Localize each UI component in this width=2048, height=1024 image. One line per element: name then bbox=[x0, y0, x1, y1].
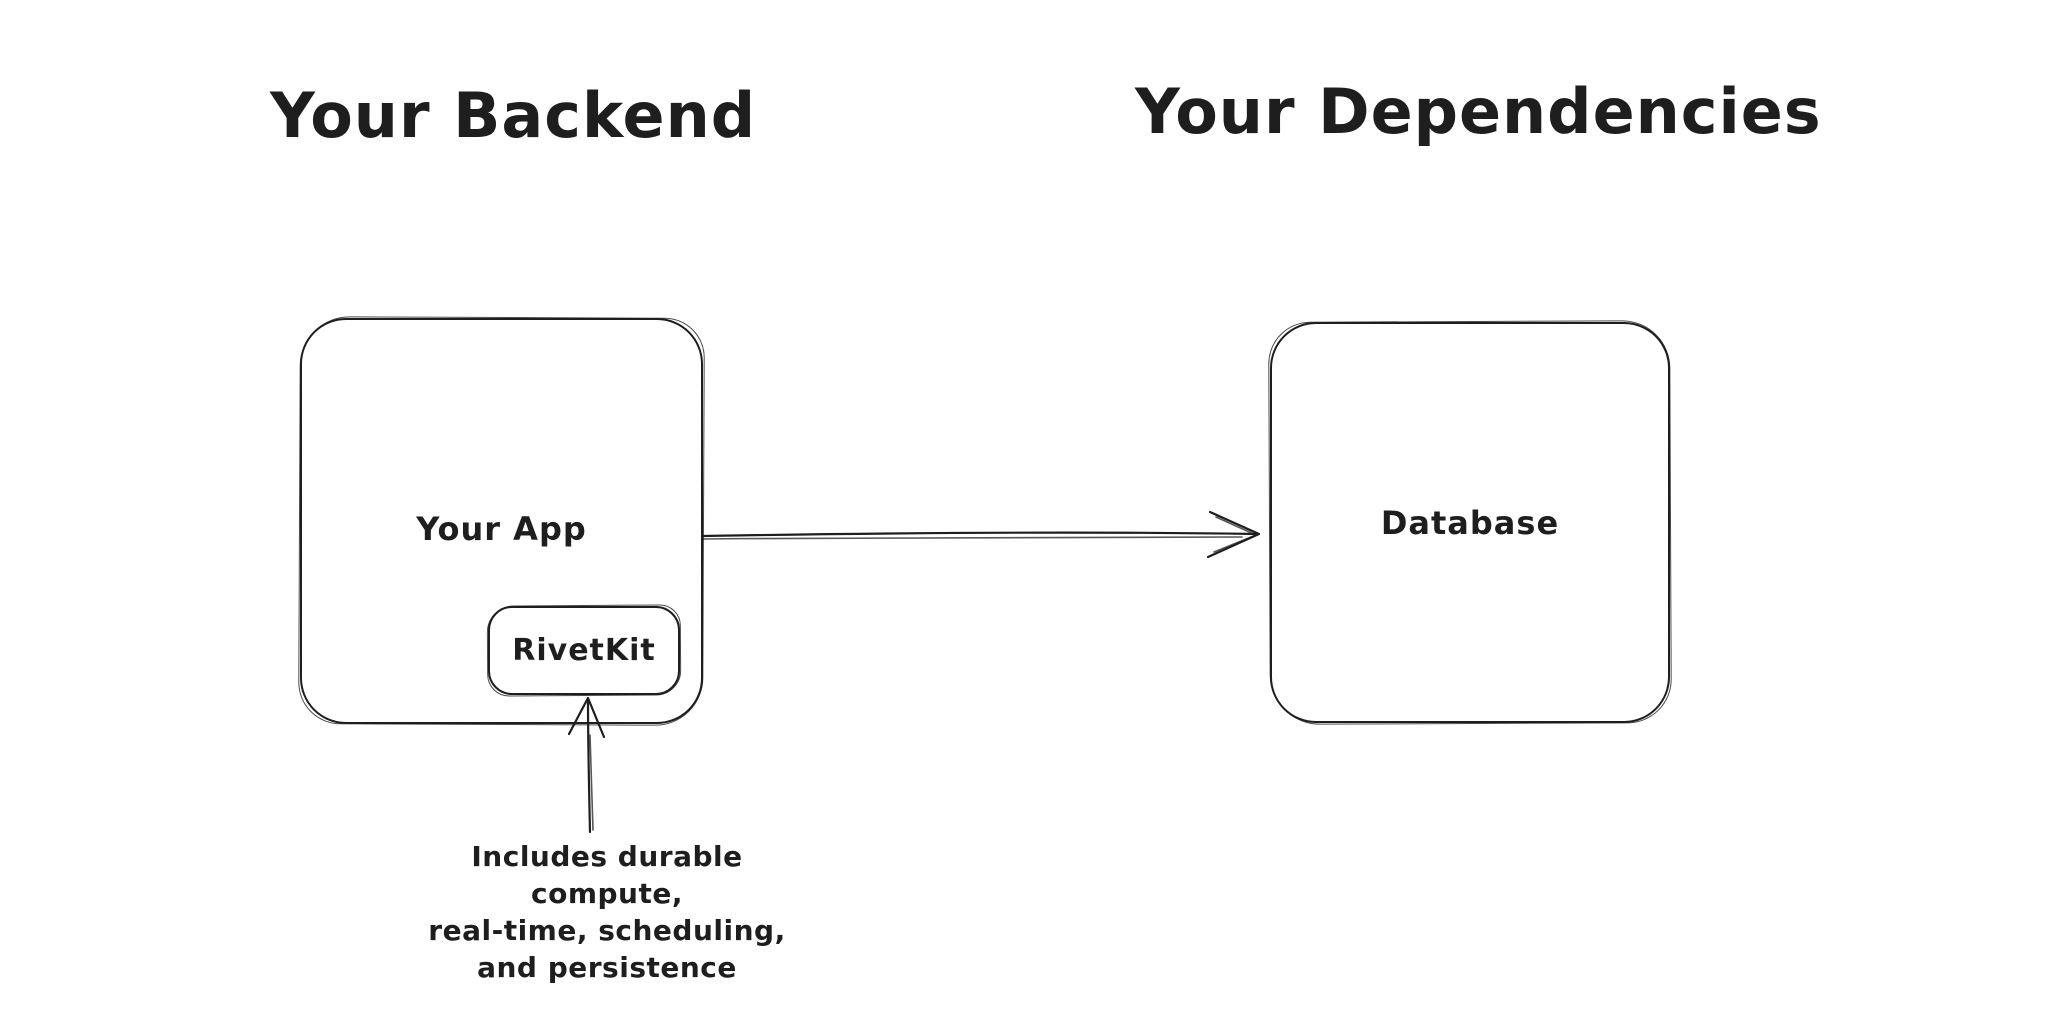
database-label: Database bbox=[1380, 503, 1560, 542]
arrow-right-icon bbox=[700, 510, 1261, 559]
caption-line: real-time, scheduling, bbox=[428, 914, 786, 947]
rivetkit-node: RivetKit bbox=[488, 606, 680, 695]
your-app-node: Your App bbox=[300, 318, 703, 724]
left-section-title: Your Backend bbox=[270, 79, 757, 152]
your-app-label: Your App bbox=[416, 510, 587, 548]
rivetkit-caption: Includes durable compute, real-time, sch… bbox=[407, 838, 807, 986]
caption-line: and persistence bbox=[477, 951, 737, 984]
right-section-title: Your Dependencies bbox=[1135, 75, 1822, 148]
rivetkit-label: RivetKit bbox=[512, 633, 656, 668]
caption-line: Includes durable compute, bbox=[471, 840, 743, 910]
database-node: Database bbox=[1270, 322, 1670, 723]
